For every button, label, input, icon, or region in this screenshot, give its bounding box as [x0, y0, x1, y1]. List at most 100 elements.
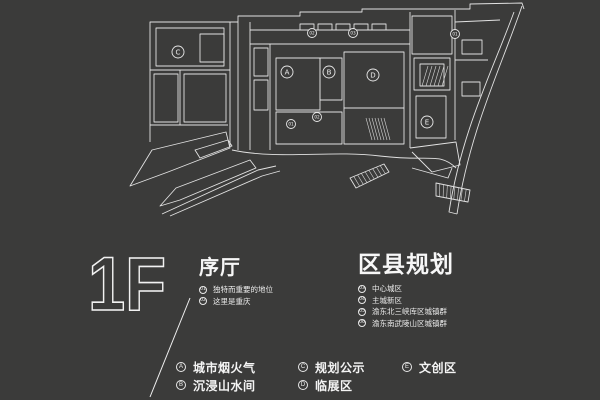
entrance-hatch [364, 171, 371, 182]
item-text: 中心城区 [372, 284, 402, 294]
legend-label: 规划公示 [315, 360, 366, 375]
zone-letter-icon: B [176, 380, 186, 390]
section-lobby: 序厅 01 独特而重要的地位 02 这里是重庆 [199, 255, 273, 307]
section-title: 区县规划 [358, 252, 454, 278]
stairs-hatch [371, 117, 379, 141]
floor-plan-wall [149, 21, 238, 142]
zone-letter-icon: D [298, 380, 308, 390]
stairs-hatch [377, 117, 385, 141]
item-number-icon: 02 [199, 297, 207, 306]
entrance-hatch [372, 168, 379, 178]
stairs-hatch [365, 117, 373, 141]
room-hatch [421, 65, 429, 87]
floor-plan-structure [349, 163, 390, 189]
point-marker-label: 02 [309, 31, 315, 36]
zone-marker-label: E [425, 118, 429, 126]
zone-marker-icon [366, 68, 380, 82]
room-hatch [429, 65, 437, 87]
zone-marker-label: A [285, 68, 290, 76]
floor-plan-room [413, 57, 451, 91]
floor-plan-room [353, 23, 369, 31]
zone-marker-label: D [370, 71, 375, 79]
floor-plan-wall [237, 2, 525, 22]
item-text: 独特而重要的地位 [213, 285, 273, 295]
floor-plan-room [253, 79, 269, 111]
section-title: 序厅 [199, 255, 241, 279]
floor-plan-structure [159, 159, 257, 207]
stairs-hatch [380, 117, 388, 141]
item-number-icon: 03 [358, 284, 366, 293]
room-hatch [441, 65, 449, 87]
point-marker-label: 01 [288, 122, 294, 127]
entrance-hatch [368, 170, 375, 180]
legend-entry-e: E 文创区 [402, 360, 457, 375]
stairs-hatch [383, 117, 391, 141]
legend-label: 城市烟火气 [193, 360, 256, 375]
floor-plan-wall [409, 141, 461, 173]
item-text: 主城新区 [372, 295, 402, 305]
floor-plan-room [343, 107, 405, 145]
room-hatch [437, 65, 445, 87]
legend-label: 沉浸山水间 [193, 378, 256, 393]
floor-plan-boundary [231, 149, 457, 169]
floor-plan-room [275, 57, 321, 111]
floor-plan-room [153, 73, 179, 123]
floor-plan-room [253, 47, 269, 77]
item-text: 渝东南武陵山区城镇群 [372, 318, 447, 328]
section-district-planning: 区县规划 03 中心城区 04 主城新区 05 渝东北三峡库区城镇群 06 渝东… [358, 252, 454, 329]
stairs-hatch [368, 117, 376, 141]
zone-marker-icon [280, 65, 294, 79]
entrance-hatch [457, 187, 459, 201]
floor-plan-room [275, 111, 343, 145]
floor-plan-room [319, 57, 343, 101]
zone-marker-label: B [327, 68, 332, 76]
floor-plan-room [415, 95, 447, 139]
entrance-hatch [376, 166, 382, 176]
entrance-hatch [353, 176, 360, 187]
entrance-hatch [361, 173, 368, 183]
floor-plan-room [371, 23, 387, 31]
entrance-hatch [460, 188, 463, 201]
entrance-hatch [464, 189, 467, 202]
legend-entry-a: A 城市烟火气 [176, 360, 256, 375]
point-marker-label: 02 [314, 115, 320, 120]
item-number-icon: 06 [358, 319, 366, 328]
floor-plan-room [461, 39, 483, 55]
floor-plan-structure [129, 131, 231, 187]
floor-plan-room [419, 63, 445, 87]
zone-marker-icon [322, 65, 336, 79]
section-item: 01 独特而重要的地位 [199, 284, 273, 296]
legend-entry-b: B 沉浸山水间 [176, 378, 256, 393]
point-marker-icon [450, 29, 460, 39]
legend-label: 文创区 [419, 360, 457, 375]
point-marker-icon [307, 28, 317, 38]
zone-marker-icon [420, 115, 434, 129]
stairs-hatch [374, 117, 382, 141]
floor-plan-room [335, 23, 351, 31]
floor-logo: 1F [87, 252, 167, 314]
room-hatch [433, 65, 441, 87]
zone-marker-icon [171, 45, 185, 59]
floor-plan-wall [169, 170, 281, 217]
diagonal-divider [149, 297, 191, 398]
item-text: 这里是重庆 [213, 296, 251, 306]
item-number-icon: 05 [358, 307, 366, 316]
item-text: 渝东北三峡库区城镇群 [372, 307, 447, 317]
entrance-hatch [446, 185, 448, 199]
item-number-icon: 04 [358, 296, 366, 305]
entrance-hatch [453, 186, 456, 200]
legend-entry-d: D 临展区 [298, 378, 353, 393]
entrance-hatch [449, 186, 452, 199]
section-item: 02 这里是重庆 [199, 296, 273, 308]
zone-letter-icon: A [176, 362, 186, 372]
floor-plan-room [461, 81, 481, 97]
floor-plan-wall [411, 167, 453, 179]
point-marker-icon [312, 112, 322, 122]
zone-marker-label: C [176, 48, 181, 56]
zone-letter-icon: C [298, 362, 308, 372]
point-marker-icon [348, 28, 358, 38]
floor-plan-curved-wall [456, 5, 523, 215]
legend-entry-c: C 规划公示 [298, 360, 366, 375]
floor-plan-room [183, 73, 227, 123]
